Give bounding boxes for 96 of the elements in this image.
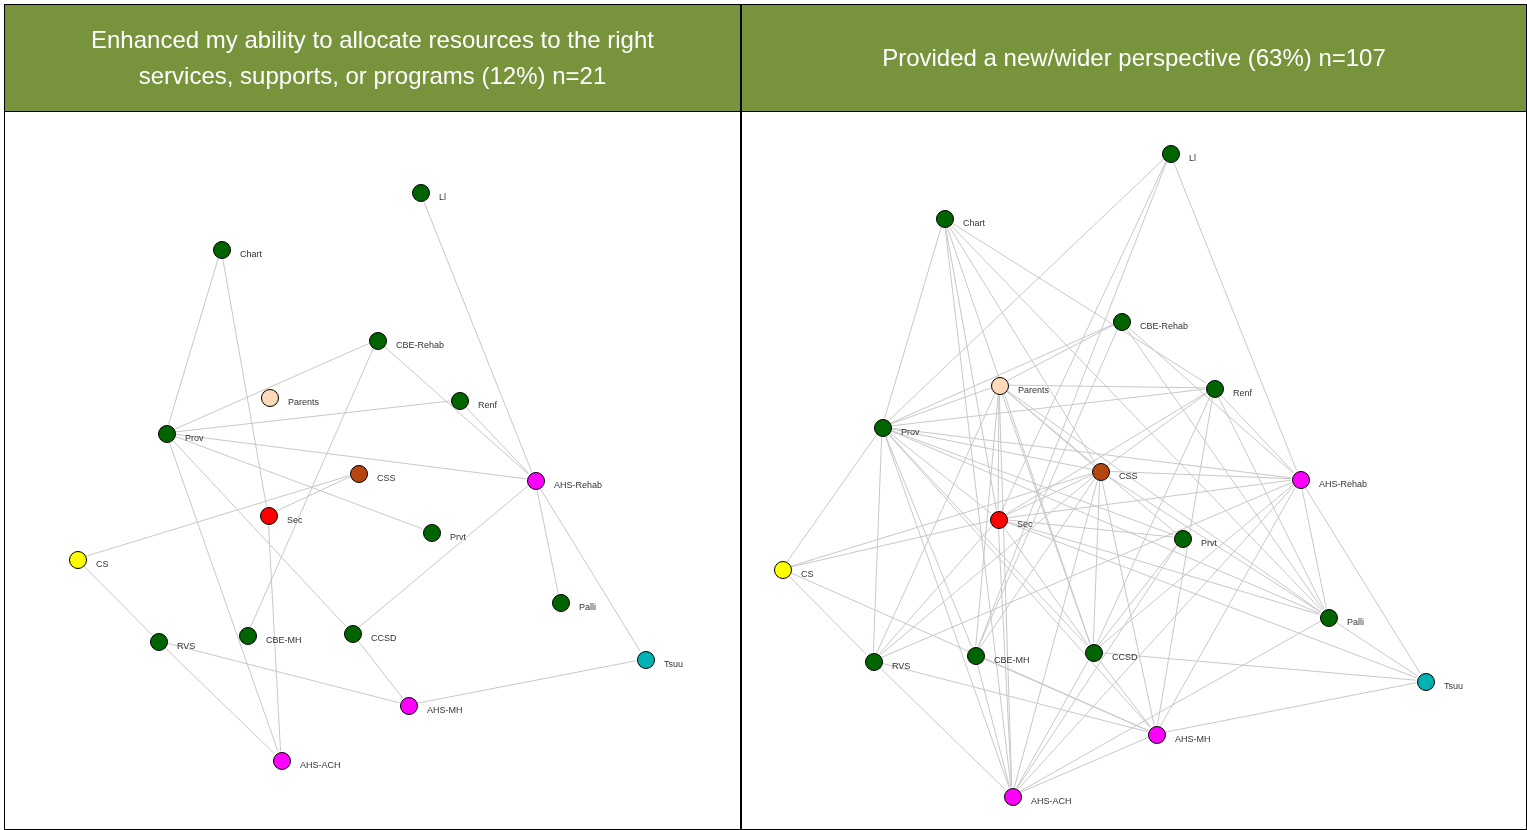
connection-line <box>416 660 637 704</box>
connection-line <box>790 473 1092 567</box>
connection-line <box>872 435 883 653</box>
connection-line <box>890 428 1092 470</box>
connection-line <box>975 393 999 647</box>
connection-line <box>268 523 281 752</box>
node-label: CCSD <box>1112 652 1138 662</box>
connection-line <box>890 388 1206 427</box>
node-label: CBE-MH <box>994 655 1030 665</box>
node-label: Prov <box>901 427 920 437</box>
connection-line <box>1099 484 1294 647</box>
connection-line <box>976 663 1011 788</box>
node-label: CS <box>801 569 814 579</box>
panel-title: Provided a new/wider perspective (63%) n=107 <box>882 43 1386 73</box>
connection-line <box>997 527 1013 788</box>
connection-line <box>887 433 1088 646</box>
connection-line <box>536 488 559 594</box>
connection-line <box>1001 393 1091 644</box>
panel-title: Enhanced my ability to allocate resources to the right services, supports, or programs (12%) n=21 <box>90 25 655 91</box>
connection-line <box>1157 396 1213 726</box>
node-label: Tsuu <box>664 659 683 669</box>
connection-line <box>1101 479 1155 726</box>
connection-line <box>464 406 530 474</box>
node-label: AHS-Rehab <box>554 480 603 490</box>
node-label: RVS <box>892 661 911 671</box>
connection-line <box>1006 519 1174 538</box>
node-label: Renf <box>478 400 497 410</box>
node-label: Palli <box>1347 617 1364 627</box>
node-label: CBE-Rehab <box>1140 321 1189 331</box>
connection-line <box>945 226 997 511</box>
connection-line <box>174 400 451 433</box>
connection-line <box>1006 479 1292 519</box>
panel <box>741 4 1527 830</box>
node-label: AHS-ACH <box>1031 796 1072 806</box>
connection-line <box>163 646 276 755</box>
node-label: Sec <box>1017 519 1033 529</box>
connection-line <box>1092 479 1101 644</box>
node-label: CS <box>96 559 109 569</box>
node-label: Tsuu <box>1444 681 1463 691</box>
node-label: Ll <box>439 192 446 202</box>
connection-line <box>1006 521 1320 615</box>
connection-line <box>168 441 279 752</box>
connection-line <box>358 485 529 628</box>
node-label: Parents <box>1018 385 1050 395</box>
connection-line <box>884 435 1010 788</box>
connection-line <box>890 427 1292 479</box>
node-label: RVS <box>177 641 196 651</box>
connection-line <box>1164 682 1417 733</box>
node-label: Renf <box>1233 388 1252 398</box>
connection-line <box>171 439 347 627</box>
connection-line <box>1101 652 1417 681</box>
node-label: Chart <box>963 218 985 228</box>
node-label: CBE-MH <box>266 635 302 645</box>
node-label: AHS-Rehab <box>1319 479 1368 489</box>
node-label: CCSD <box>371 633 397 643</box>
connection-line <box>1016 545 1178 789</box>
node-label: AHS-MH <box>1175 734 1211 744</box>
connection-line <box>1007 384 1206 389</box>
node-label: Parents <box>288 397 320 407</box>
node-label: Palli <box>579 602 596 612</box>
connection-line <box>881 662 1148 733</box>
node-label: CSS <box>1119 471 1138 481</box>
node-label: Prvt <box>450 532 466 542</box>
connection-line <box>85 475 350 557</box>
connection-line <box>1301 487 1327 609</box>
connection-line <box>1127 326 1294 474</box>
node-label: Prov <box>185 433 204 443</box>
connection-line <box>1219 394 1295 473</box>
connection-line <box>1098 544 1177 646</box>
connection-line <box>790 520 990 568</box>
node-label: CSS <box>377 473 396 483</box>
connection-line <box>1106 392 1208 467</box>
panel <box>4 4 741 830</box>
connection-line <box>787 574 868 656</box>
connection-line <box>979 477 1096 649</box>
connection-line <box>222 257 267 507</box>
connection-line <box>166 642 400 704</box>
connection-line <box>174 433 527 480</box>
connection-line <box>383 345 529 475</box>
node-label: Ll <box>1189 153 1196 163</box>
node-label: AHS-MH <box>427 705 463 715</box>
node-label: Chart <box>240 249 262 259</box>
connection-line <box>944 226 1012 788</box>
connection-line <box>1013 479 1099 788</box>
connection-line <box>949 224 1323 611</box>
connection-line <box>168 257 219 425</box>
node-label: Sec <box>287 515 303 525</box>
node-label: CBE-Rehab <box>396 340 445 350</box>
node-label: AHS-ACH <box>300 760 341 770</box>
connection-line <box>82 564 153 636</box>
connection-line <box>1108 470 1292 480</box>
node-label: Prvt <box>1201 538 1217 548</box>
connection-line <box>879 476 1094 656</box>
connection-line <box>884 226 942 419</box>
connection-line <box>878 666 1007 791</box>
connection-line <box>786 433 878 563</box>
